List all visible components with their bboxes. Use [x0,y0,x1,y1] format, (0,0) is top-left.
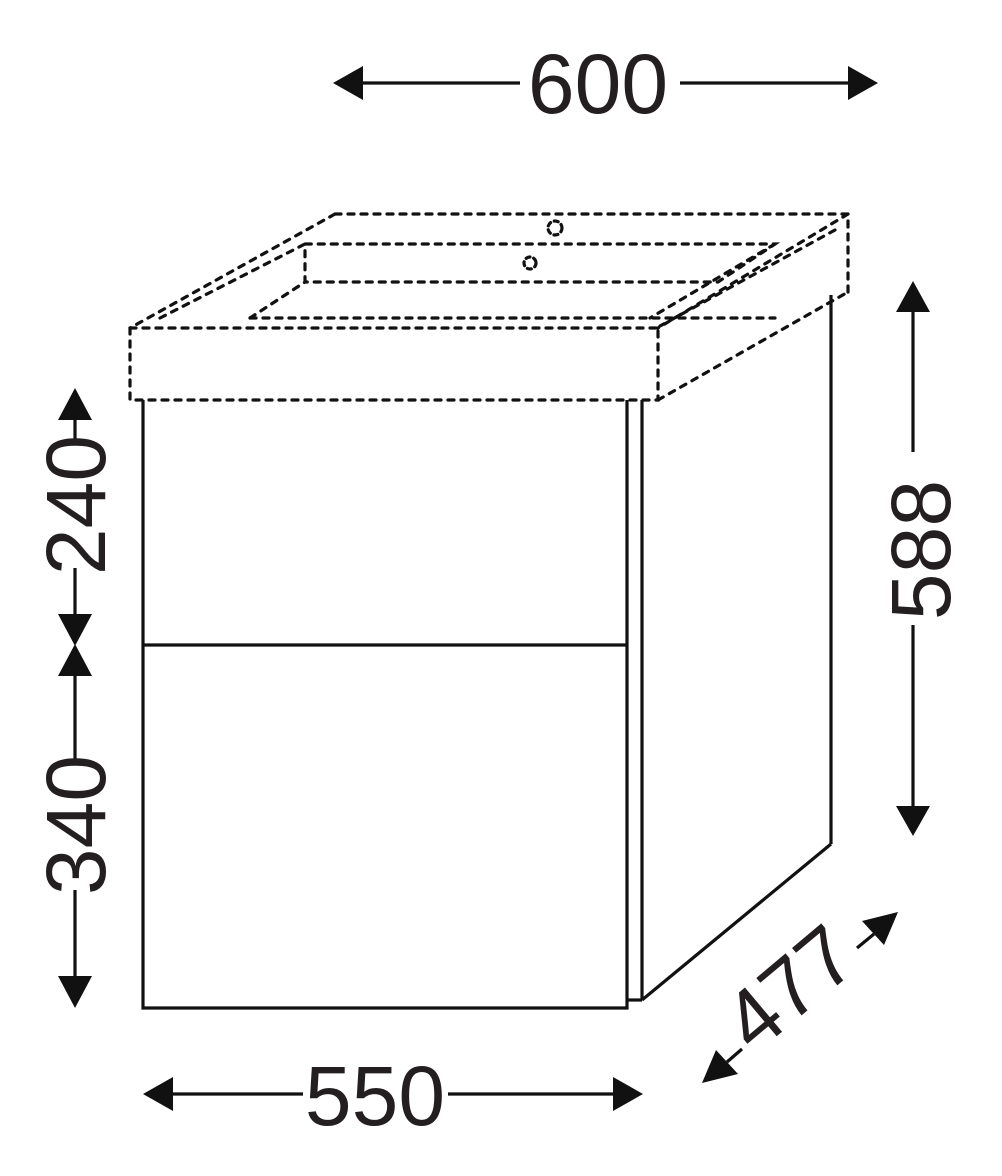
cabinet-body [141,295,833,1010]
arrow-down-icon [58,614,92,646]
arrow-right-icon [613,1077,643,1111]
dimension-depth: 477 [702,907,898,1083]
label-depth: 477 [705,907,873,1069]
label-total-height: 588 [874,480,968,620]
dimension-top-drawer-height: 240 [29,388,123,646]
arrow-up-icon [58,388,92,420]
dimension-bottom-drawer-height: 340 [29,644,123,1008]
tap-hole-icon [546,219,564,237]
arrow-right-icon [848,66,878,100]
arrow-diagonal-up-right-icon [862,912,898,945]
arrow-diagonal-down-left-icon [702,1050,738,1083]
label-bottom-drawer-height: 340 [29,755,123,895]
dimension-cabinet-width: 550 [143,1049,643,1143]
drain-icon [522,255,538,271]
label-cabinet-width: 550 [305,1049,445,1143]
label-basin-width: 600 [528,37,668,131]
arrow-up-icon [58,644,92,676]
dimension-total-height: 588 [874,281,968,836]
arrow-left-icon [143,1077,173,1111]
arrow-up-icon [896,281,930,312]
arrow-down-icon [58,976,92,1008]
arrow-down-icon [896,806,930,836]
arrow-left-icon [333,66,363,100]
dimension-basin-width: 600 [333,37,878,131]
washbasin-outline [128,212,850,402]
label-top-drawer-height: 240 [29,435,123,575]
